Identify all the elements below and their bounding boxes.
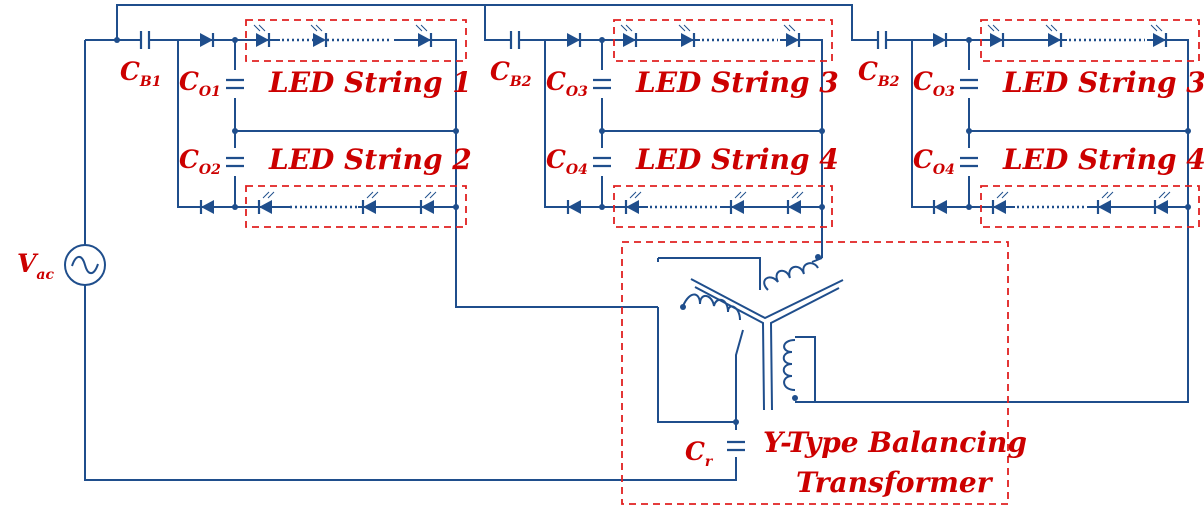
diode	[931, 31, 948, 49]
led-string-label: LED String 4	[1002, 143, 1204, 176]
led-string-1-box	[245, 19, 467, 62]
led-string-6-box	[980, 185, 1200, 228]
co4-label: CO4	[546, 145, 588, 178]
led	[1096, 190, 1115, 216]
vac-label: Vac	[17, 249, 54, 283]
led-string-label: LED String 3	[635, 66, 839, 99]
led	[786, 190, 805, 216]
led-string-4-box	[613, 185, 833, 228]
diode	[932, 198, 949, 216]
transformer-box	[621, 241, 1009, 505]
co2-label: CO2	[179, 145, 221, 178]
labels: Vac CB1 CB2 CB2 CO1 CO2 CO3 CO4 CO3 CO4 …	[17, 57, 1204, 499]
diode	[566, 198, 583, 216]
led	[619, 23, 638, 49]
main-wiring	[84, 4, 878, 481]
led	[361, 190, 380, 216]
module-3	[795, 19, 1200, 403]
module-1	[139, 19, 658, 308]
led-string-5-box	[980, 19, 1200, 62]
diode	[565, 31, 582, 49]
led	[257, 190, 276, 216]
led	[1044, 23, 1063, 49]
led-string-label: LED String 4	[635, 143, 839, 176]
led	[782, 23, 801, 49]
capacitor-cb2	[876, 29, 888, 51]
co3-label: CO3	[913, 67, 955, 100]
diode	[199, 198, 216, 216]
cr-label: Cr	[685, 437, 714, 470]
transformer-title-line2: Transformer	[796, 466, 994, 499]
transformer-title-line1: Y-Type Balancing	[763, 426, 1027, 459]
capacitor-cb1	[139, 29, 151, 51]
led-string-label: LED String 3	[1002, 66, 1204, 99]
module-2	[509, 19, 833, 258]
co4-label: CO4	[913, 145, 955, 178]
led-string-label: LED String 2	[268, 143, 472, 176]
led	[729, 190, 748, 216]
cb2-label: CB2	[858, 57, 900, 90]
led	[1153, 190, 1172, 216]
y-type-transformer	[621, 241, 1009, 505]
led-string-label: LED String 1	[268, 66, 472, 99]
ac-source	[64, 244, 106, 286]
led	[624, 190, 643, 216]
led	[991, 190, 1010, 216]
led	[252, 23, 271, 49]
led	[419, 190, 438, 216]
cb2-label: CB2	[490, 57, 532, 90]
co1-label: CO1	[179, 67, 221, 100]
led-string-3-box	[613, 19, 833, 62]
led	[986, 23, 1005, 49]
led	[677, 23, 696, 49]
co3-label: CO3	[546, 67, 588, 100]
led	[414, 23, 433, 49]
cb1-label: CB1	[120, 57, 161, 90]
led	[1149, 23, 1168, 49]
diode	[198, 31, 215, 49]
capacitor-cr	[725, 440, 747, 452]
led-string-2-box	[245, 185, 467, 228]
capacitor-cb2	[509, 29, 521, 51]
